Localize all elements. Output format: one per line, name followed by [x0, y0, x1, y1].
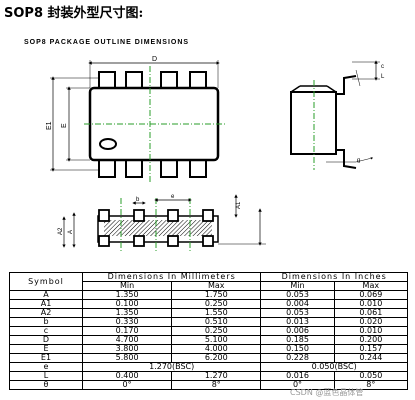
row-in-min: 0.053 [260, 308, 335, 318]
label-A: A [68, 230, 74, 234]
row-in-bsc: 0.050(BSC) [260, 362, 408, 372]
pin1-marker [99, 138, 117, 150]
row-in-max: 0.069 [333, 290, 409, 300]
table-row: L 0.400 1.270 0.016 0.050 [9, 371, 409, 381]
package-outline-drawing: SOP8 PACKAGE OUTLINE DIMENSIONS D E1 [24, 39, 385, 252]
heading-prefix: SOP8 [4, 6, 43, 21]
row-in-max: 0.020 [333, 317, 409, 327]
table-row: E1 5.800 6.200 0.228 0.244 [9, 353, 409, 363]
row-in-max: 0.244 [333, 353, 409, 363]
row-symbol: L [9, 371, 83, 381]
label-A2: A2 [58, 227, 64, 235]
row-in-max: 0.200 [333, 335, 409, 345]
label-A1: A1 [236, 201, 242, 209]
table-row: E 3.800 4.000 0.150 0.157 [9, 344, 409, 354]
row-mm-max: 0.250 [171, 326, 262, 336]
label-L: L [381, 74, 385, 80]
row-mm-min: 4.700 [81, 335, 173, 345]
row-symbol: A2 [9, 308, 83, 318]
row-mm-min: 0.330 [81, 317, 173, 327]
row-mm-min: 0.100 [81, 299, 173, 309]
page-heading: SOP8 封装外型尺寸图: [4, 2, 143, 21]
watermark: CSDN @蓝色晶体管 [290, 388, 364, 397]
end-view: c L θ [290, 60, 385, 170]
table-row: b 0.330 0.510 0.013 0.020 [9, 317, 409, 327]
mm-max-header: Max [171, 281, 262, 291]
row-mm-max: 1.270 [171, 371, 262, 381]
row-mm-min: 1.350 [81, 290, 173, 300]
table-row: D 4.700 5.100 0.185 0.200 [9, 335, 409, 345]
label-c: c [381, 64, 384, 70]
row-mm-max: 8° [171, 380, 262, 390]
row-in-max: 0.061 [333, 308, 409, 318]
row-symbol: E1 [9, 353, 83, 363]
row-in-min: 0.228 [260, 353, 335, 363]
row-in-min: 0.016 [260, 371, 335, 381]
row-in-min: 0.185 [260, 335, 335, 345]
row-mm-max: 0.510 [171, 317, 262, 327]
label-D: D [152, 56, 157, 63]
row-in-max: 0.050 [333, 371, 409, 381]
table-row: c 0.170 0.250 0.006 0.010 [9, 326, 409, 336]
row-in-max: 0.010 [333, 326, 409, 336]
row-mm-min: 0.170 [81, 326, 173, 336]
row-in-max: 8° [333, 380, 409, 390]
row-mm-max: 6.200 [171, 353, 262, 363]
row-mm-max: 0.250 [171, 299, 262, 309]
row-in-min: 0.006 [260, 326, 335, 336]
row-mm-min: 3.800 [81, 344, 173, 354]
label-theta: θ [357, 157, 361, 165]
table-row: A2 1.350 1.550 0.053 0.061 [9, 308, 409, 318]
symbol-header: Symbol [9, 272, 83, 291]
in-max-header: Max [333, 281, 409, 291]
table-row: A 1.350 1.750 0.053 0.069 [9, 290, 409, 300]
end-view-body [290, 91, 337, 155]
in-header: Dimensions In Inches [260, 272, 408, 282]
top-view: D E1 E [46, 56, 226, 182]
label-b: b [136, 197, 140, 203]
row-mm-min: 0° [81, 380, 173, 390]
row-mm-max: 1.550 [171, 308, 262, 318]
drawing-title: SOP8 PACKAGE OUTLINE DIMENSIONS [24, 39, 189, 46]
row-in-max: 0.010 [333, 299, 409, 309]
label-E: E [61, 123, 68, 128]
row-mm-min: 5.800 [81, 353, 173, 363]
dimension-table: Symbol Dimensions In Millimeters Dimensi… [9, 272, 409, 390]
row-symbol: E [9, 344, 83, 354]
table-row: θ 0° 8° 0° 8° [9, 380, 409, 390]
row-symbol: D [9, 335, 83, 345]
row-symbol: b [9, 317, 83, 327]
row-in-min: 0.004 [260, 299, 335, 309]
mm-header: Dimensions In Millimeters [81, 272, 262, 282]
row-symbol: A1 [9, 299, 83, 309]
row-mm-min: 0.400 [81, 371, 173, 381]
row-mm-bsc: 1.270(BSC) [81, 362, 262, 372]
label-e-front: e [171, 194, 175, 200]
mm-min-header: Min [81, 281, 173, 291]
row-symbol: A [9, 290, 83, 300]
row-symbol: θ [9, 380, 83, 390]
table-row: A1 0.100 0.250 0.004 0.010 [9, 299, 409, 309]
front-view: b e A2 A A1 [58, 194, 266, 252]
row-in-min: 0.053 [260, 290, 335, 300]
table-row: e 1.270(BSC) 0.050(BSC) [9, 362, 408, 372]
row-mm-max: 4.000 [171, 344, 262, 354]
row-in-min: 0.150 [260, 344, 335, 354]
row-mm-max: 5.100 [171, 335, 262, 345]
row-in-min: 0.013 [260, 317, 335, 327]
row-in-max: 0.157 [333, 344, 409, 354]
row-mm-max: 1.750 [171, 290, 262, 300]
in-min-header: Min [260, 281, 335, 291]
row-symbol: c [9, 326, 83, 336]
label-E1: E1 [46, 121, 53, 130]
heading-text: 封装外型尺寸图: [47, 6, 144, 21]
row-mm-min: 1.350 [81, 308, 173, 318]
row-symbol: e [9, 362, 83, 372]
